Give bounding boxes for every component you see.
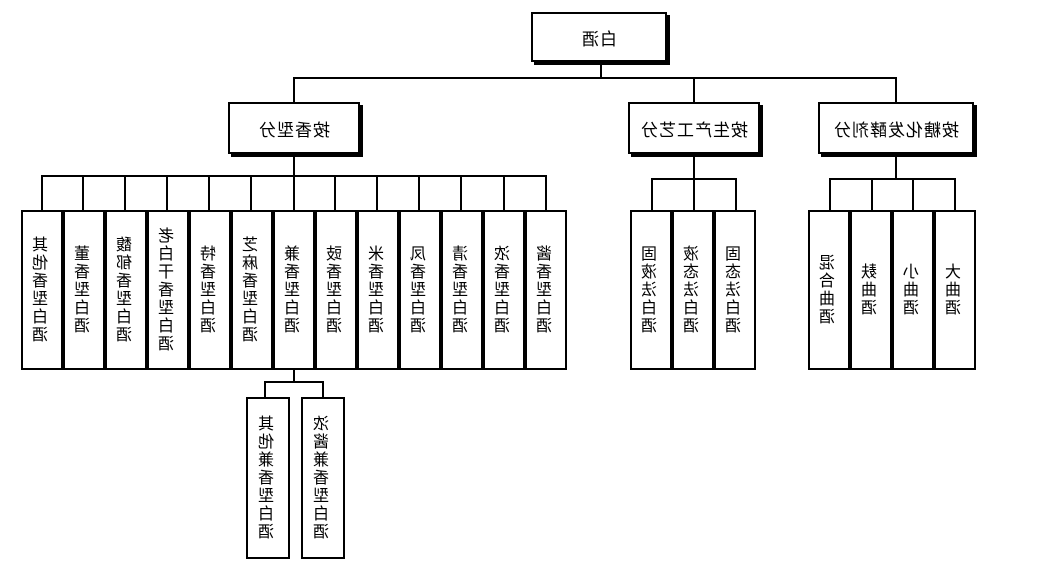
aroma-type-label: 特香型白酒 [200,245,219,335]
starter-type-node: 大曲酒 [934,210,976,370]
tick [322,381,324,398]
aroma-type-node: 米香型白酒 [357,210,399,370]
tick [293,175,295,211]
subtype-label: 其他兼香型白酒 [258,415,277,541]
tick [166,175,168,211]
aroma-type-node: 豉香型白酒 [315,210,357,370]
connector-to-process [693,77,695,102]
aroma-type-label: 清香型白酒 [452,245,471,335]
category-label: 按生产工艺分 [640,120,748,141]
aroma-type-node: 凤香型白酒 [399,210,441,370]
aroma-type-node: 浓香型白酒 [483,210,525,370]
tick [208,175,210,211]
aroma-type-label: 酱香型白酒 [536,245,555,335]
aroma-type-node: 芝麻香型白酒 [231,210,273,370]
process-type-node: 固液法白酒 [630,210,672,370]
aroma-type-node: 馥郁香型白酒 [105,210,147,370]
connector-root-down [600,62,602,78]
process-type-label: 液态法白酒 [683,245,702,335]
aroma-type-label: 其他香型白酒 [32,236,51,344]
category-label: 按香型分 [258,120,330,141]
root-node: 白酒 [531,12,667,62]
process-type-label: 固液法白酒 [641,245,660,335]
aroma-type-label: 浓香型白酒 [494,245,513,335]
process-type-node: 液态法白酒 [672,210,714,370]
tick [376,175,378,211]
category-starter: 按糖化发酵剂分 [818,102,974,154]
tick [418,175,420,211]
tick [871,178,873,211]
tick [460,175,462,211]
starter-type-node: 混合曲酒 [808,210,850,370]
aroma-type-label: 芝麻香型白酒 [242,236,261,344]
jianxiang-subtype-node: 浓酱兼香型白酒 [301,397,345,559]
tick [651,178,653,211]
tick [503,175,505,211]
aroma-type-label: 老白干香型白酒 [158,227,177,353]
jianxiang-subtype-node: 其他兼香型白酒 [246,397,290,559]
connector-process-down [693,154,695,179]
aroma-type-label: 馥郁香型白酒 [116,236,135,344]
aroma-type-node: 老白干香型白酒 [147,210,189,370]
connector-aroma-down [293,154,295,176]
starter-type-label: 混合曲酒 [819,254,838,326]
tick [41,175,43,211]
tick [735,178,737,211]
aroma-type-node: 董香型白酒 [63,210,105,370]
category-process: 按生产工艺分 [628,102,760,154]
starter-type-node: 麸曲酒 [850,210,892,370]
tick [545,175,547,211]
aroma-type-node: 其他香型白酒 [21,210,63,370]
aroma-type-label: 米香型白酒 [368,245,387,335]
process-type-node: 固态法白酒 [714,210,756,370]
tick [693,178,695,211]
tick [829,178,831,211]
connector-starter-bus [829,178,956,180]
subtype-label: 浓酱兼香型白酒 [313,415,332,541]
starter-type-label: 大曲酒 [945,263,964,317]
starter-type-node: 小曲酒 [892,210,934,370]
aroma-type-node: 酱香型白酒 [525,210,567,370]
aroma-type-node: 特香型白酒 [189,210,231,370]
aroma-type-label: 兼香型白酒 [284,245,303,335]
aroma-type-label: 凤香型白酒 [410,245,429,335]
aroma-type-node: 清香型白酒 [441,210,483,370]
tick [264,381,266,398]
category-aroma: 按香型分 [228,102,360,154]
connector-jian-down [293,369,295,382]
tick [912,178,914,211]
aroma-type-label: 董香型白酒 [74,245,93,335]
connector-to-starter [895,77,897,102]
aroma-type-label: 豉香型白酒 [326,245,345,335]
aroma-type-node: 兼香型白酒 [273,210,315,370]
tick [334,175,336,211]
connector-to-aroma [293,77,295,102]
starter-type-label: 麸曲酒 [861,263,880,317]
root-label: 白酒 [581,29,617,50]
process-type-label: 固态法白酒 [725,245,744,335]
tick [954,178,956,211]
connector-starter-down [895,154,897,179]
connector-top-bus [293,77,897,79]
tick [124,175,126,211]
starter-type-label: 小曲酒 [903,263,922,317]
tick [82,175,84,211]
category-label: 按糖化发酵剂分 [833,120,959,141]
tick [250,175,252,211]
connector-jian-bus [264,381,324,383]
